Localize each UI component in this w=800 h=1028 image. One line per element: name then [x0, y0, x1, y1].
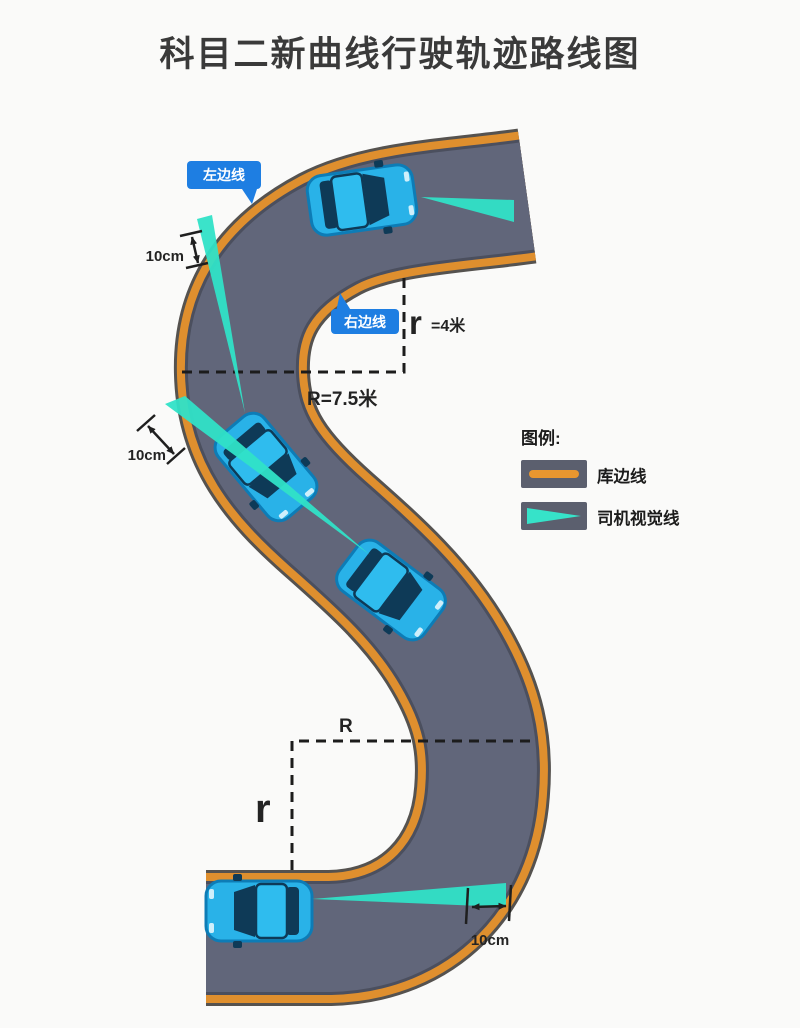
callout-box: [187, 161, 261, 189]
legend-item-sight-line: 司机视觉线: [521, 502, 680, 530]
dashed-radius-bottom: [290, 739, 530, 872]
tick: [507, 884, 513, 922]
gap-top-label: 10cm: [146, 248, 184, 265]
sight-line-icon: [527, 508, 581, 524]
tick: [185, 261, 209, 270]
sight-line-top-car: [421, 197, 514, 222]
double-arrow: [471, 902, 507, 911]
gap-middle-label: 10cm: [128, 447, 166, 464]
right-edge-label: 右边线: [343, 314, 386, 330]
sight-lines: [165, 197, 514, 907]
right-edge-callout: 右边线: [331, 293, 399, 334]
gap-measurement-top: 10cm: [146, 229, 209, 270]
legend-label-edge-line: 库边线: [597, 466, 647, 486]
legend-item-edge-line: 库边线: [521, 460, 647, 488]
top-outer-radius-label: R=7.5米: [307, 387, 378, 410]
gap-measurement-middle: 10cm: [128, 414, 186, 465]
legend-heading: 图例:: [521, 428, 561, 448]
dashed-radius-top: [180, 278, 406, 374]
callout-box: [331, 309, 399, 334]
callout-tail: [240, 186, 258, 204]
bottom-outer-radius-symbol: R: [339, 716, 353, 737]
legend-label-sight-line: 司机视觉线: [597, 508, 680, 528]
sight-line-top-left: [197, 215, 245, 413]
tick: [166, 447, 186, 465]
tick: [136, 414, 156, 432]
bottom-inner-radius-symbol: r: [255, 787, 271, 831]
top-inner-radius-symbol: r: [409, 304, 422, 341]
left-edge-callout: 左边线: [187, 161, 261, 204]
sight-line-bottom-car: [312, 883, 506, 907]
edge-line-icon: [529, 470, 579, 478]
top-inner-radius-value: =4米: [431, 316, 466, 335]
radius-lines: [180, 278, 530, 872]
car-bottom: [204, 872, 314, 950]
double-arrow: [147, 425, 175, 455]
page-title: 科目二新曲线行驶轨迹路线图: [159, 35, 641, 74]
gap-measurement-bottom: 10cm: [464, 884, 513, 949]
radius-labels: r =4米 R=7.5米 R r: [255, 304, 466, 831]
gap-bottom-label: 10cm: [471, 932, 509, 949]
callout-tail: [336, 293, 352, 312]
legend: 图例: 库边线 司机视觉线: [521, 428, 680, 530]
tick: [464, 887, 470, 925]
double-arrow: [190, 236, 200, 264]
left-edge-label: 左边线: [202, 167, 245, 183]
tick: [179, 229, 203, 238]
sight-line-middle: [165, 396, 370, 555]
